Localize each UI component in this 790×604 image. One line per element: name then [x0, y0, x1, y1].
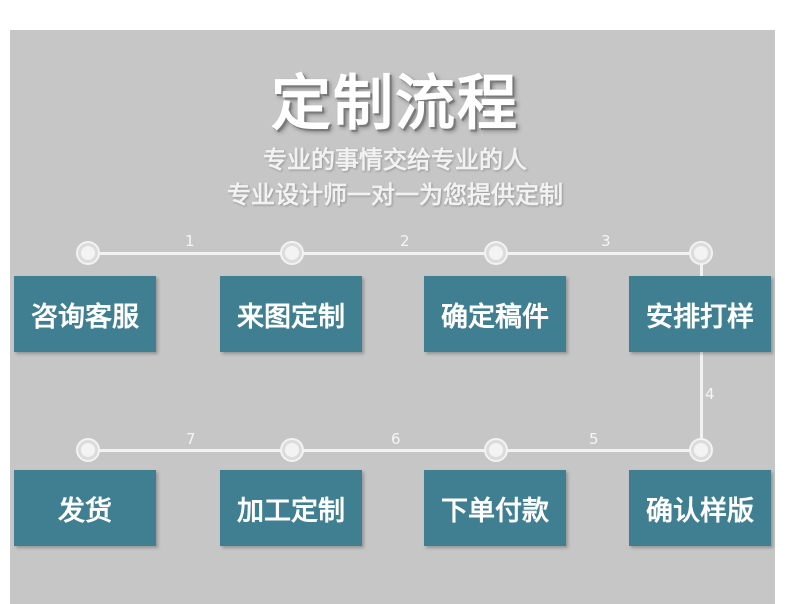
connector-number-6: 6 [391, 430, 401, 448]
step-box-confirm-sample: 确认样版 [629, 470, 771, 546]
connector-number-2: 2 [400, 232, 410, 250]
subtitle-line-2: 专业设计师一对一为您提供定制 [227, 181, 563, 209]
step-box-payment: 下单付款 [424, 470, 566, 546]
flow-node [486, 440, 506, 460]
step-box-processing: 加工定制 [220, 470, 362, 546]
step-box-confirm-draft: 确定稿件 [424, 276, 566, 352]
connector-number-7: 7 [186, 430, 196, 448]
flow-node [691, 440, 711, 460]
bottom-connector-line [88, 449, 701, 452]
step-box-ship: 发货 [14, 470, 156, 546]
top-connector-line [88, 252, 701, 255]
flow-node [78, 243, 98, 263]
step-box-consult: 咨询客服 [14, 276, 156, 352]
connector-number-1: 1 [185, 232, 195, 250]
flow-node [282, 440, 302, 460]
flow-node [282, 243, 302, 263]
flow-node [691, 243, 711, 263]
connector-number-5: 5 [589, 430, 599, 448]
step-box-design: 来图定制 [220, 276, 362, 352]
connector-number-4: 4 [705, 385, 715, 403]
step-box-proofing: 安排打样 [629, 276, 771, 352]
page-title: 定制流程 [271, 69, 519, 139]
connector-number-3: 3 [601, 232, 611, 250]
subtitle-line-1: 专业的事情交给专业的人 [263, 146, 527, 174]
flow-node [486, 243, 506, 263]
flow-node [78, 440, 98, 460]
